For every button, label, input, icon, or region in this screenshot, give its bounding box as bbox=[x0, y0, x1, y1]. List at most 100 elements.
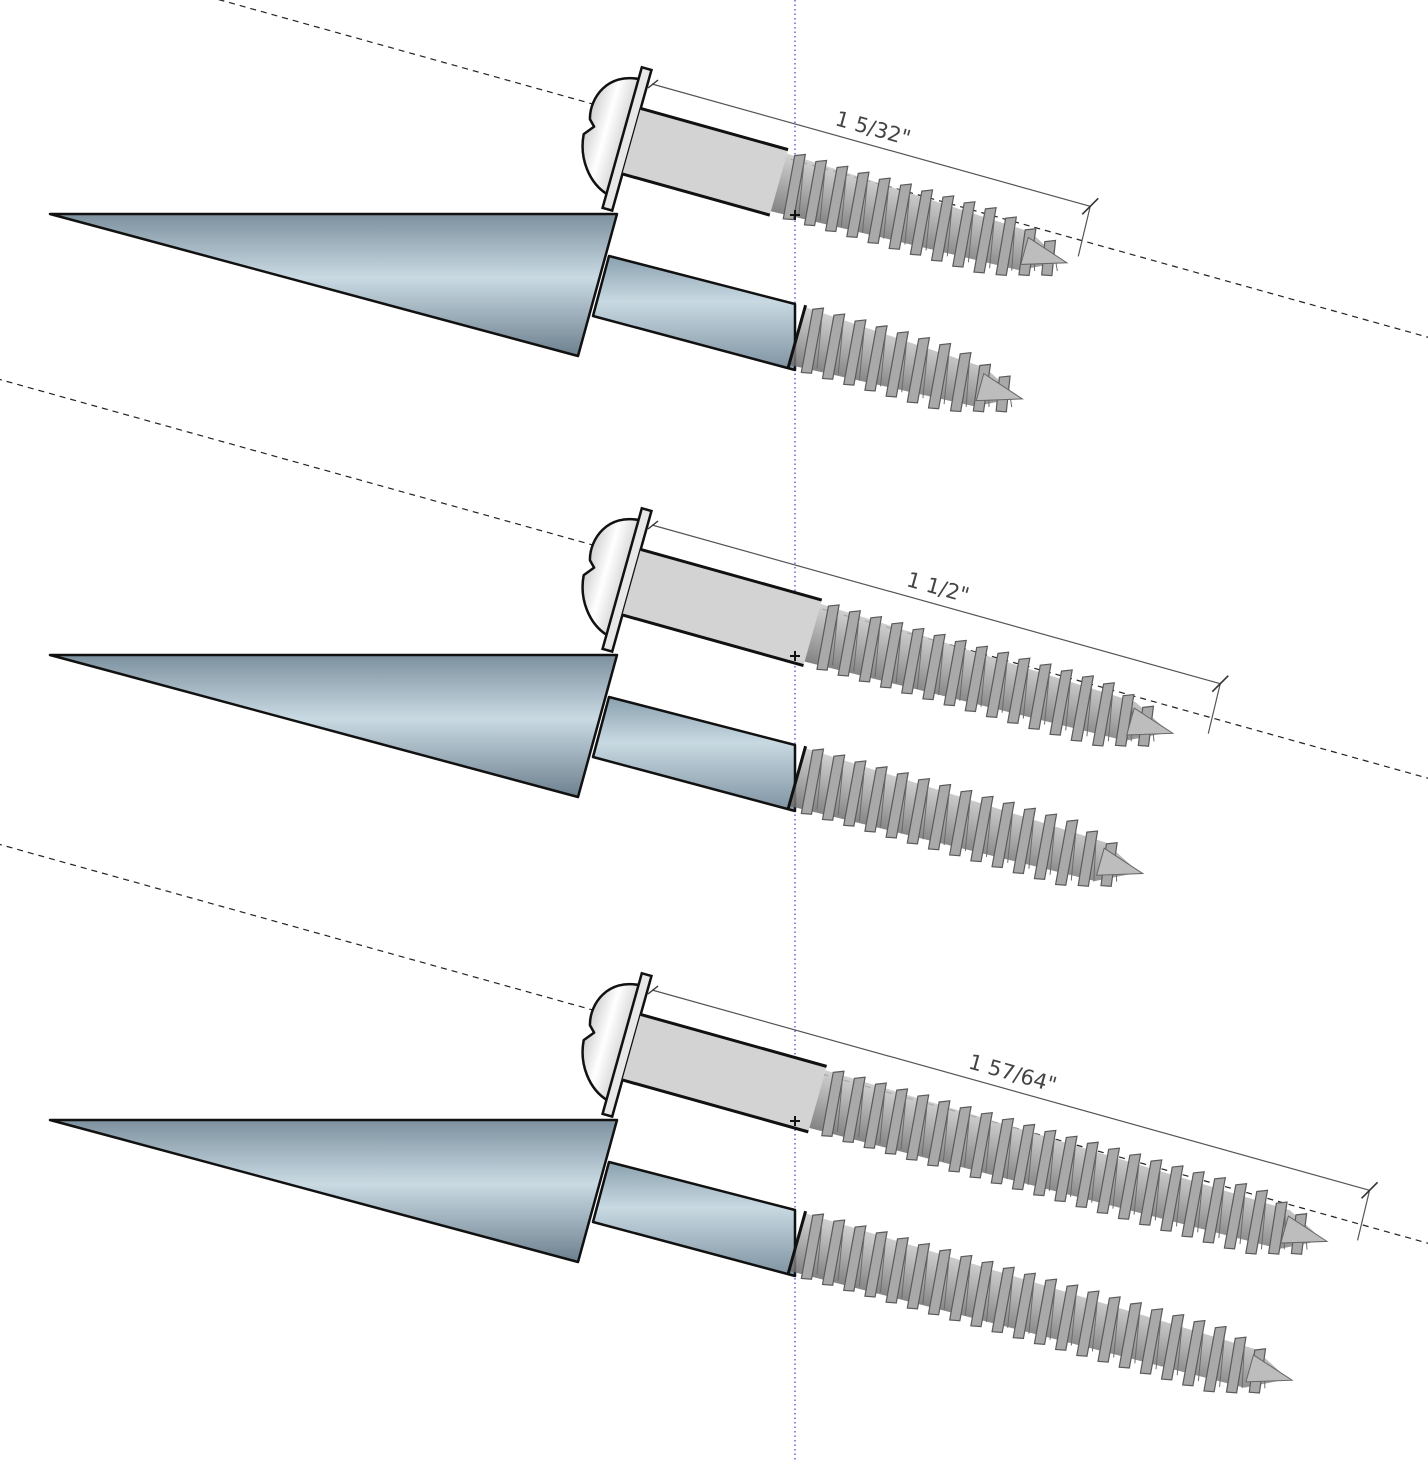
thread-root bbox=[858, 329, 865, 381]
thread-crest bbox=[888, 183, 913, 250]
thread-crest bbox=[1160, 1313, 1185, 1381]
thread-crest bbox=[821, 754, 846, 821]
thread-root bbox=[1239, 1193, 1246, 1245]
thread-root bbox=[1155, 1318, 1162, 1370]
thread-root bbox=[989, 217, 995, 269]
thread-crest bbox=[842, 1076, 866, 1143]
countersink-bit-icon bbox=[48, 1118, 797, 1278]
lower-screw-threads bbox=[786, 304, 1024, 413]
thread-crest bbox=[1139, 1308, 1164, 1375]
thread-root bbox=[901, 1247, 908, 1299]
thread-crest bbox=[927, 342, 952, 410]
thread-root bbox=[1197, 1181, 1203, 1233]
thread-crest bbox=[782, 153, 807, 221]
thread-crest bbox=[1012, 1272, 1037, 1340]
shaft-end bbox=[786, 745, 808, 811]
thread-root bbox=[840, 176, 847, 227]
thread-crest bbox=[1033, 813, 1058, 880]
screw-shank bbox=[622, 549, 822, 666]
thread-crest bbox=[843, 1225, 867, 1292]
thread-crest bbox=[885, 1237, 909, 1304]
thread-root bbox=[1219, 1336, 1225, 1388]
thread-crest bbox=[948, 789, 973, 857]
thread-crest bbox=[800, 1213, 825, 1280]
thread-crest bbox=[1267, 1201, 1288, 1255]
screw-icon bbox=[581, 971, 1329, 1255]
shaft-end bbox=[786, 1210, 808, 1276]
dimension-label: 1 57/64" bbox=[966, 1050, 1059, 1097]
thread-crest bbox=[1028, 663, 1052, 730]
shank-edge-bottom bbox=[622, 613, 804, 667]
thread-root bbox=[922, 1253, 929, 1305]
thread-root bbox=[1218, 1187, 1225, 1239]
thread-root bbox=[1028, 1283, 1035, 1334]
thread-root bbox=[883, 187, 889, 239]
thread-crest bbox=[906, 336, 931, 404]
lower-screw-threads bbox=[786, 1210, 1294, 1394]
cone-body bbox=[48, 212, 619, 358]
thread-root bbox=[925, 199, 932, 251]
thread-root bbox=[921, 1104, 928, 1156]
countersink-bit-icon bbox=[48, 212, 797, 372]
thread-crest bbox=[885, 331, 909, 398]
thread-crest bbox=[1182, 1319, 1206, 1387]
shank-edge-bottom bbox=[622, 1078, 809, 1134]
thread-root bbox=[1241, 1347, 1245, 1389]
thread-root bbox=[1011, 226, 1016, 271]
shank-edge-top bbox=[640, 1013, 827, 1068]
thread-root bbox=[942, 1110, 949, 1162]
thread-root bbox=[879, 1092, 886, 1144]
thread-crest bbox=[864, 1231, 888, 1298]
thread-root bbox=[1154, 1169, 1161, 1221]
thread-root bbox=[901, 341, 908, 393]
thread-crest bbox=[821, 1070, 845, 1138]
thread-root bbox=[880, 1241, 886, 1293]
thread-root bbox=[816, 1223, 823, 1275]
thread-crest bbox=[879, 621, 904, 689]
thread-root bbox=[959, 650, 966, 701]
screw-head bbox=[581, 517, 642, 638]
thread-root bbox=[943, 1259, 950, 1311]
thread-crest bbox=[1076, 1290, 1100, 1357]
thread-root bbox=[904, 193, 911, 245]
thread-root bbox=[901, 782, 908, 834]
screw-tip bbox=[1095, 847, 1145, 876]
thread-crest bbox=[1114, 693, 1135, 747]
thread-crest bbox=[1054, 1284, 1079, 1351]
screw-tip bbox=[1126, 707, 1175, 736]
thread-root bbox=[1133, 1163, 1140, 1215]
thread-root bbox=[1197, 1330, 1204, 1382]
thread-crest bbox=[1097, 1296, 1121, 1363]
thread-root bbox=[837, 323, 844, 375]
thread-root bbox=[943, 794, 950, 846]
thread-root bbox=[1065, 679, 1071, 731]
thread-crest bbox=[973, 207, 997, 274]
thread-root bbox=[895, 632, 902, 684]
shank-edge-top bbox=[640, 107, 789, 152]
thread-root bbox=[1007, 1277, 1013, 1328]
thread-root bbox=[853, 620, 860, 672]
thread-crest bbox=[843, 319, 867, 386]
thread-root bbox=[980, 656, 987, 707]
thread-root bbox=[1070, 1146, 1076, 1197]
screw-icon bbox=[581, 65, 1069, 277]
lower-thread-body bbox=[788, 1213, 1289, 1388]
thread-root bbox=[1001, 662, 1008, 713]
thread-crest bbox=[901, 627, 925, 695]
thread-crest bbox=[816, 604, 840, 671]
thread-root bbox=[900, 1098, 907, 1150]
shank-edge-bottom bbox=[622, 172, 771, 217]
thread-crest bbox=[863, 1082, 888, 1149]
thread-crest bbox=[1202, 1177, 1227, 1244]
thread-crest bbox=[991, 1266, 1015, 1334]
thread-root bbox=[1028, 818, 1035, 869]
thread-crest bbox=[885, 772, 909, 839]
thread-root bbox=[858, 1086, 864, 1138]
screw-shank bbox=[622, 108, 789, 216]
thread-root bbox=[1260, 1200, 1267, 1250]
thread-root bbox=[832, 614, 838, 666]
thread-crest bbox=[948, 1106, 972, 1173]
thread-crest bbox=[922, 633, 946, 701]
thread-crest bbox=[1203, 1325, 1227, 1393]
thread-root bbox=[1093, 840, 1097, 882]
